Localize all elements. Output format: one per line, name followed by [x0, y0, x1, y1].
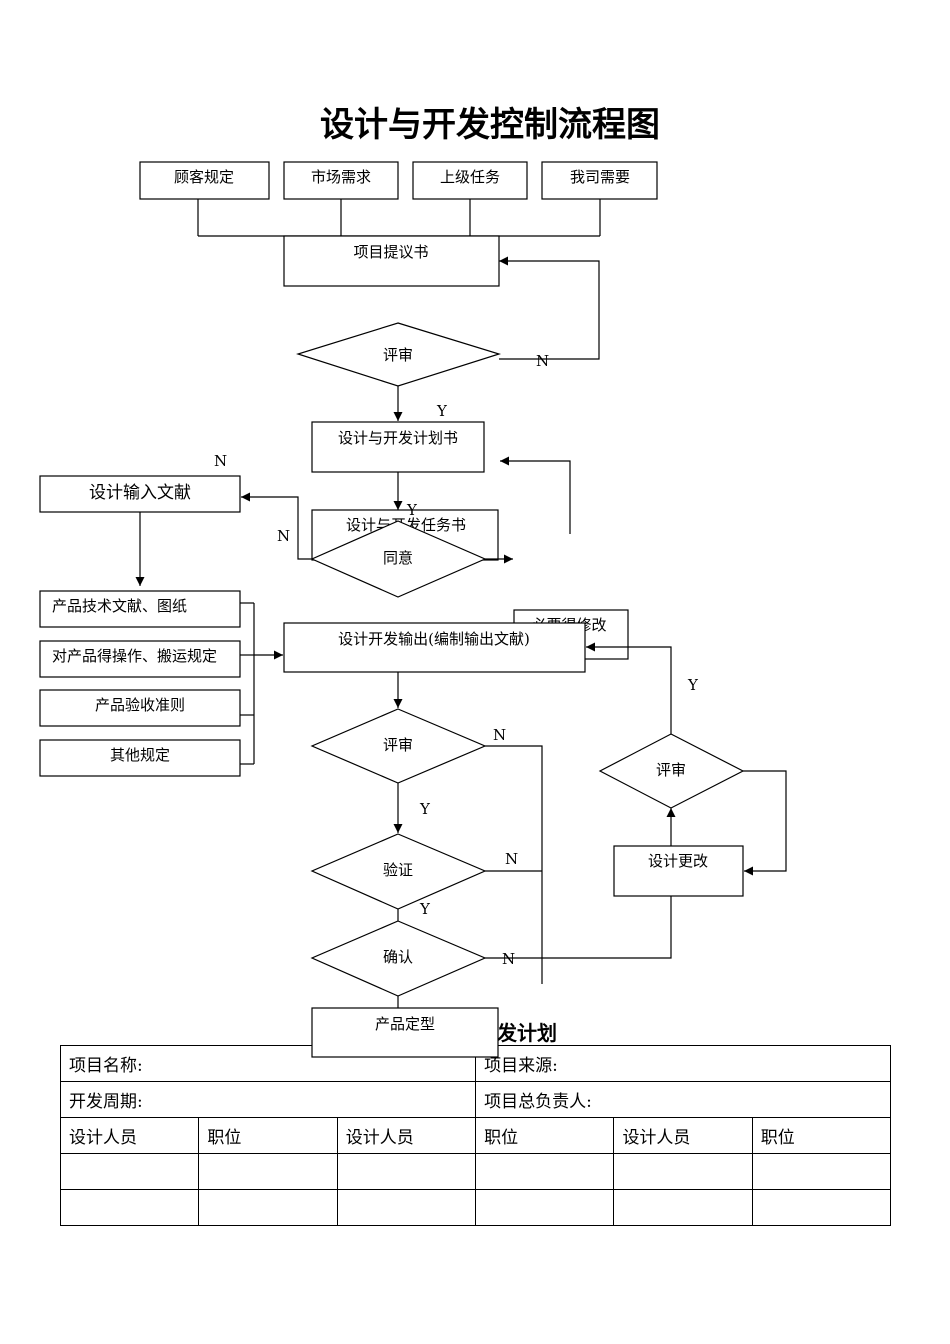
confirm-no-line: [485, 896, 672, 959]
yes-label: Y: [406, 501, 418, 519]
table-cell: [613, 1153, 753, 1190]
source-label: 我司需要: [570, 168, 630, 186]
verify-diamond: 验证: [310, 833, 487, 910]
yes-label: Y: [436, 402, 448, 420]
input-item-other: 其他规定: [39, 739, 241, 777]
table-cell: [59, 1189, 200, 1226]
review-diamond-2: 评审: [310, 708, 487, 784]
review3-yes-arrow: [586, 642, 672, 734]
no-label: N: [493, 726, 506, 744]
no-label: N: [277, 527, 290, 545]
table-header-row: 设计人员 职位 设计人员 职位 设计人员 职位: [59, 1117, 892, 1154]
header-cell: 设计人员: [59, 1117, 200, 1154]
source-label: 市场需求: [311, 168, 371, 186]
proposal-box: 项目提议书: [283, 235, 500, 287]
yes-label: Y: [687, 676, 699, 694]
input-doc-box: 设计输入文献: [39, 475, 241, 513]
agree-label: 同意: [383, 549, 413, 567]
table-cell: [198, 1189, 338, 1226]
source-connectors: [197, 199, 601, 237]
table-cell: [198, 1153, 338, 1190]
review-diamond-3: 评审: [598, 733, 745, 809]
header-cell: 职位: [198, 1117, 338, 1154]
inputs-bracket: [240, 602, 255, 765]
review3-no-loop: [743, 770, 787, 876]
review-label: 评审: [656, 761, 686, 779]
review-diamond-1: 评审: [296, 322, 502, 387]
table-cell: [751, 1189, 892, 1226]
input-item-label: 对产品得操作、搬运规定: [52, 647, 217, 665]
dev-period-cell: 开发周期:: [59, 1081, 477, 1118]
no-return-line: [485, 745, 543, 984]
source-label: 上级任务: [440, 168, 500, 186]
input-item-acceptance: 产品验收准则: [39, 689, 241, 727]
yes-label: Y: [419, 900, 431, 918]
plan-section-title: 发计划: [496, 1021, 557, 1045]
change-label: 设计更改: [648, 852, 708, 870]
confirm-diamond: 确认: [310, 920, 487, 997]
table-cell: [751, 1153, 892, 1190]
header-cell: 设计人员: [613, 1117, 753, 1154]
plan-box: 设计与开发计划书: [311, 421, 485, 473]
project-lead-cell: 项目总负责人:: [475, 1081, 891, 1118]
plan-return-arrow: [500, 456, 571, 534]
output-label: 设计开发输出(编制输出文献): [338, 630, 530, 648]
output-box: 设计开发输出(编制输出文献): [283, 622, 586, 673]
dev-plan-table: 项目名称: 项目来源: 开发周期: 项目总负责人: 设计人员 职位 设计人员 职…: [59, 1045, 892, 1226]
table-row: 项目名称: 项目来源:: [59, 1045, 891, 1082]
table-cell: [475, 1153, 615, 1190]
input-item-tech-docs: 产品技术文献、图纸: [39, 590, 241, 628]
source-box-market: 市场需求: [283, 161, 399, 200]
project-name-cell: 项目名称:: [59, 1045, 477, 1082]
change-box: 设计更改: [613, 845, 744, 897]
table-row: [59, 1189, 892, 1226]
table-cell: [613, 1189, 753, 1226]
table-row: [59, 1153, 892, 1190]
input-item-label: 产品验收准则: [95, 696, 185, 714]
flowchart-title: 设计与开发控制流程图: [320, 105, 660, 145]
source-label: 顾客规定: [174, 168, 234, 186]
no-label: N: [536, 352, 549, 370]
proposal-label: 项目提议书: [353, 243, 428, 261]
header-cell: 职位: [751, 1117, 892, 1154]
input-item-label: 其他规定: [110, 746, 170, 764]
no-label: N: [505, 850, 518, 868]
review1-no-loop: [499, 256, 600, 360]
source-box-customer: 顾客规定: [139, 161, 270, 200]
header-cell: 设计人员: [336, 1117, 477, 1154]
source-box-company: 我司需要: [541, 161, 658, 200]
project-source-cell: 项目来源:: [475, 1045, 891, 1082]
review-label: 评审: [383, 736, 413, 754]
no-label: N: [214, 452, 227, 470]
agree-no-arrow: [241, 492, 312, 560]
agree-diamond: 同意: [310, 520, 487, 598]
input-item-label: 产品技术文献、图纸: [52, 597, 187, 615]
review-label: 评审: [383, 346, 413, 364]
yes-label: Y: [419, 800, 431, 818]
plan-label: 设计与开发计划书: [338, 429, 458, 447]
table-cell: [336, 1153, 477, 1190]
table-cell: [59, 1153, 200, 1190]
verify-label: 验证: [383, 861, 413, 879]
confirm-label: 确认: [383, 948, 413, 966]
table-cell: [336, 1189, 477, 1226]
table-cell: [475, 1189, 615, 1226]
header-cell: 职位: [475, 1117, 615, 1154]
input-item-operation-rules: 对产品得操作、搬运规定: [39, 640, 241, 678]
no-label: N: [502, 950, 515, 968]
source-box-superior: 上级任务: [412, 161, 528, 200]
input-doc-label: 设计输入文献: [89, 483, 191, 503]
table-row: 开发周期: 项目总负责人:: [59, 1081, 891, 1118]
